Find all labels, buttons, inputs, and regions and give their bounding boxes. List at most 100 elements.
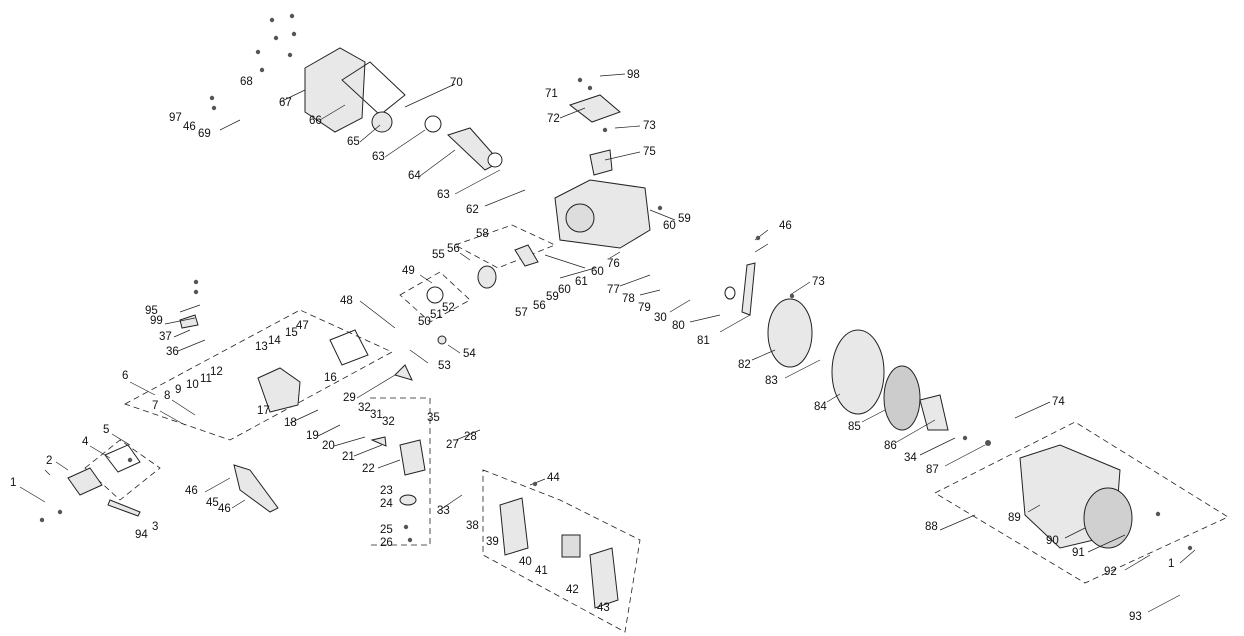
callout-58: 58	[476, 228, 489, 240]
callout-89: 89	[1008, 512, 1021, 524]
callout-46: 46	[185, 485, 198, 497]
bolt-part	[587, 85, 593, 91]
bolt-part	[269, 17, 275, 23]
bolt-part	[602, 127, 608, 133]
guard-part	[741, 262, 756, 316]
bolt-part	[291, 31, 297, 37]
leader-line	[419, 274, 433, 284]
callout-24: 24	[380, 498, 393, 510]
callout-67: 67	[279, 97, 292, 109]
bolt-part	[193, 279, 199, 285]
filter-element-part	[561, 534, 581, 558]
leader-line	[944, 444, 986, 467]
callout-48: 48	[340, 295, 353, 307]
callout-44: 44	[547, 472, 560, 484]
bolt-part	[789, 293, 795, 299]
leader-line	[89, 445, 111, 459]
callout-60: 60	[591, 266, 604, 278]
group-outline-cylinder-head	[124, 309, 393, 441]
bolt-part	[657, 205, 663, 211]
leader-line	[939, 514, 976, 531]
callout-34: 34	[904, 452, 917, 464]
leader-line	[129, 381, 156, 396]
group-outline-cover	[84, 439, 161, 501]
callout-60: 60	[663, 220, 676, 232]
leader-line	[447, 344, 461, 354]
leader-line	[356, 374, 396, 399]
leader-line	[359, 300, 396, 329]
callout-7: 7	[152, 400, 159, 412]
callout-43: 43	[597, 602, 610, 614]
callout-81: 81	[697, 335, 710, 347]
leader-line	[179, 304, 201, 313]
bolt-part	[273, 35, 279, 41]
bolt-part	[193, 289, 199, 295]
callout-27: 27	[446, 439, 459, 451]
callout-36: 36	[166, 346, 179, 358]
callout-16: 16	[324, 372, 337, 384]
fasteners	[39, 13, 1193, 551]
bolt-part	[1155, 511, 1161, 517]
leader-line	[894, 419, 936, 444]
callout-74: 74	[1052, 396, 1065, 408]
callout-30: 30	[654, 312, 667, 324]
leader-line	[609, 251, 621, 259]
governor-gear-part	[371, 111, 393, 133]
insulator-part	[370, 436, 387, 447]
callout-41: 41	[535, 565, 548, 577]
callout-47: 47	[296, 320, 309, 332]
callout-26: 26	[380, 537, 393, 549]
callout-79: 79	[638, 302, 651, 314]
leader-line	[1087, 534, 1126, 553]
callout-33: 33	[437, 505, 450, 517]
callout-65: 65	[347, 136, 360, 148]
callout-31: 31	[370, 409, 383, 421]
callout-72: 72	[547, 113, 560, 125]
callout-49: 49	[402, 265, 415, 277]
leader-line	[333, 436, 366, 447]
leader-line	[164, 317, 196, 325]
leader-line	[1179, 549, 1196, 564]
callout-63: 63	[372, 151, 385, 163]
callout-60: 60	[558, 284, 571, 296]
callout-55: 55	[432, 249, 445, 261]
part-illustrations	[67, 47, 1133, 609]
callout-9: 9	[175, 384, 182, 396]
leader-line	[377, 459, 401, 469]
leader-line	[289, 409, 319, 424]
leader-line	[1014, 401, 1051, 419]
callout-73: 73	[812, 276, 825, 288]
callout-80: 80	[672, 320, 685, 332]
bracket-part	[568, 94, 621, 123]
bolt-part	[209, 95, 215, 101]
bearing-part-2	[487, 152, 503, 168]
leader-line	[19, 486, 46, 503]
leader-line	[559, 107, 586, 119]
callout-90: 90	[1046, 535, 1059, 547]
callout-98: 98	[627, 69, 640, 81]
callout-64: 64	[408, 170, 421, 182]
callout-95: 95	[145, 305, 158, 317]
callout-99: 99	[150, 315, 163, 327]
bolt-part	[985, 440, 991, 446]
callout-68: 68	[240, 76, 253, 88]
leader-line	[419, 149, 456, 177]
callout-12: 12	[210, 366, 223, 378]
leader-line	[204, 477, 231, 493]
callout-59: 59	[678, 213, 691, 225]
leader-line	[353, 444, 383, 457]
bolt-part	[211, 105, 217, 111]
bolt-part	[127, 457, 133, 463]
bolt-part	[755, 235, 761, 241]
leader-line	[789, 281, 811, 296]
callout-14: 14	[268, 335, 281, 347]
callout-38: 38	[466, 520, 479, 532]
leader-line	[649, 209, 676, 221]
callout-56: 56	[533, 300, 546, 312]
callout-59: 59	[546, 291, 559, 303]
callout-21: 21	[342, 451, 355, 463]
leader-line	[319, 104, 346, 121]
callout-69: 69	[198, 128, 211, 140]
leader-line	[861, 409, 886, 423]
bolt-part	[1187, 545, 1193, 551]
